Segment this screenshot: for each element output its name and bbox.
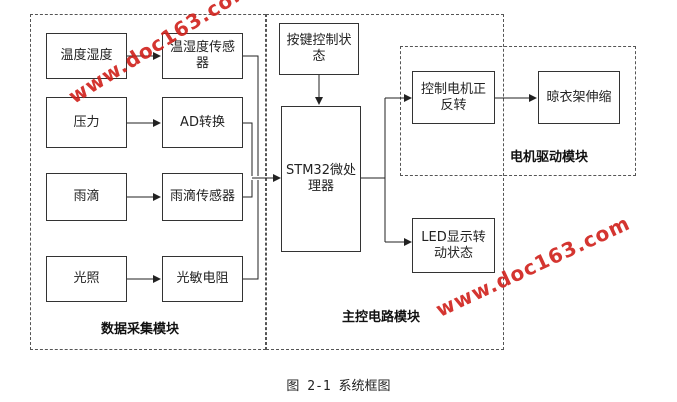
motor-drive-module-frame [400, 46, 636, 176]
photoresistor-box: 光敏电阻 [162, 256, 243, 302]
acquisition-module-label: 数据采集模块 [101, 322, 180, 337]
sensor-pressure: 压力 [46, 97, 127, 148]
main-control-module-frame [266, 14, 504, 350]
motor-drive-module-label: 电机驱动模块 [510, 150, 589, 165]
mcu-box: STM32微处理器 [281, 106, 361, 252]
temp-humidity-sensor-box: 温湿度传感器 [162, 33, 243, 79]
rain-sensor-box: 雨滴传感器 [162, 173, 243, 221]
key-status-box: 按键控制状态 [279, 23, 359, 75]
sensor-light: 光照 [46, 256, 127, 302]
sensor-temp-humidity: 温度湿度 [46, 33, 127, 79]
main-control-module-label: 主控电路模块 [342, 310, 421, 325]
wire-temp-sensor-to-bus [243, 55, 259, 176]
wire-photoresistor-to-bus [243, 180, 259, 280]
led-display-box: LED显示转动状态 [412, 218, 495, 273]
ad-converter-box: AD转换 [162, 97, 243, 148]
wire-ad-to-bus [243, 122, 253, 176]
rack-extend-box: 晾衣架伸缩 [538, 71, 620, 124]
acquisition-module-frame [30, 14, 266, 350]
motor-control-box: 控制电机正反转 [412, 71, 495, 124]
wire-rain-sensor-to-bus [243, 180, 253, 198]
sensor-raindrop: 雨滴 [46, 173, 127, 221]
figure-caption: 图 2-1 系统框图 [286, 379, 391, 394]
